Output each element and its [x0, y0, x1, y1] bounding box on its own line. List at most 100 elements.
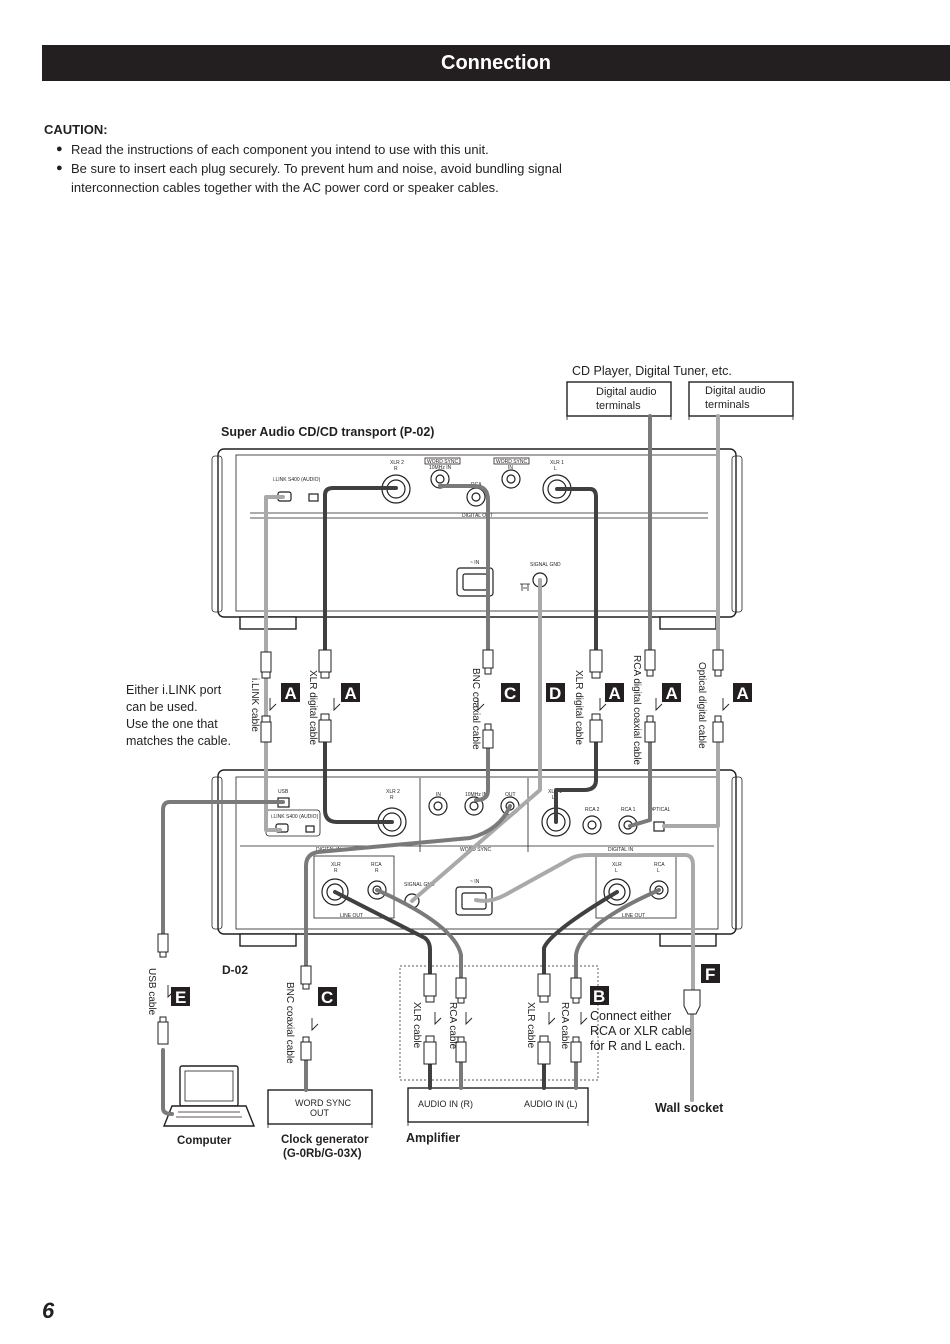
direction-flags — [167, 698, 730, 1032]
cable-label-rca-l: RCA cable — [559, 1002, 570, 1050]
svg-text:D: D — [549, 684, 561, 703]
ilink-note-line-1: Either i.LINK port — [126, 683, 222, 697]
badge-a-xlr-1: A — [341, 683, 360, 703]
p02-transport-unit — [211, 448, 743, 630]
ilink-cable — [264, 495, 285, 832]
d02-xlr-r-ch: R — [334, 868, 338, 874]
d02-ilink-label: i.LINK S400 (AUDIO) — [271, 814, 319, 820]
computer-laptop — [162, 1065, 256, 1127]
p02-ilink-label: i.LINK S400 (AUDIO) — [273, 477, 321, 483]
dac-title: D-02 — [222, 963, 248, 977]
cable-label-bnc-2: BNC coaxial cable — [284, 982, 295, 1064]
badge-b-analog: B — [590, 986, 609, 1006]
d02-10mhz-label: 10MHz IN — [465, 792, 488, 798]
badge-a-optical: A — [733, 683, 752, 703]
cable-label-xlr-l: XLR cable — [525, 1002, 536, 1049]
svg-text:B: B — [593, 987, 605, 1006]
svg-text:E: E — [175, 988, 186, 1007]
d02-line-out-label-1: LINE OUT — [340, 913, 363, 919]
badge-d-ground: D — [546, 683, 565, 703]
d02-xlr2-channel: R — [390, 795, 394, 801]
svg-text:C: C — [321, 988, 333, 1007]
d02-xlr2-label: XLR 2 — [386, 789, 400, 795]
svg-text:A: A — [285, 684, 297, 703]
source-box-1-line-1: Digital audio — [596, 386, 657, 398]
cable-label-rca-digital: RCA digital coaxial cable — [631, 655, 642, 765]
p02-xlr2-label: XLR 2 — [390, 460, 404, 466]
source-box-1 — [566, 381, 672, 417]
transport-title: Super Audio CD/CD transport (P-02) — [221, 425, 434, 439]
caution-list: Read the instructions of each component … — [56, 140, 601, 197]
p02-xlr2-channel: R — [394, 466, 398, 472]
p02-wordsync-label-2: WORD SYNC — [496, 459, 528, 465]
ilink-note-line-4: matches the cable. — [126, 734, 231, 748]
page-number: 6 — [42, 1298, 55, 1323]
connect-note-line-2: RCA or XLR cable — [590, 1024, 691, 1038]
d02-xlr-l-ch: L — [615, 868, 618, 874]
d02-usb-label: USB — [278, 789, 289, 795]
d02-xlr-r-label: XLR — [331, 862, 341, 868]
d02-rca-l-label: RCA — [654, 862, 665, 868]
amplifier-box — [407, 1087, 589, 1123]
p02-xlr1-label: XLR 1 — [550, 460, 564, 466]
clock-box-line-2: OUT — [310, 1108, 330, 1118]
d02-rca2-label: RCA 2 — [585, 807, 600, 813]
cable-label-bnc-1: BNC coaxial cable — [470, 668, 481, 750]
cable-label-ilink: i.LINK cable — [249, 678, 260, 732]
clock-generator-box — [267, 1089, 373, 1125]
d02-rca-r-ch: R — [375, 868, 379, 874]
rca-digital-cable — [628, 414, 652, 828]
d02-word-sync-label: WORD SYNC — [460, 847, 492, 853]
d02-digital-in-label-2: DIGITAL IN — [608, 847, 634, 853]
caution-heading: CAUTION: — [44, 122, 108, 137]
p02-10mhz-label: 10MHz IN — [429, 465, 452, 471]
p02-digital-out-label: DIGITAL OUT — [462, 513, 493, 519]
badge-c-bnc-1: C — [501, 683, 520, 703]
section-title: Connection — [441, 51, 551, 74]
connect-note-line-3: for R and L each. — [590, 1039, 685, 1053]
section-title-bar: Connection — [42, 45, 950, 81]
optical-cable — [662, 414, 720, 828]
d02-ac-in-label: ~ IN — [470, 879, 480, 885]
amplifier-caption: Amplifier — [406, 1131, 460, 1145]
d02-rca-r-label: RCA — [371, 862, 382, 868]
d02-signal-gnd-label: SIGNAL GND — [404, 882, 435, 888]
d02-rca-l-ch: L — [657, 868, 660, 874]
ground-cable — [410, 578, 542, 903]
wall-socket-caption: Wall socket — [655, 1101, 724, 1115]
svg-text:A: A — [345, 684, 357, 703]
svg-text:A: A — [737, 684, 749, 703]
p02-xlr1-channel: L — [554, 466, 557, 472]
d02-optical-label: OPTICAL — [649, 807, 671, 813]
cable-label-xlr-r: XLR cable — [411, 1002, 422, 1049]
badge-a-xlr-2: A — [605, 683, 624, 703]
d02-in-label: IN — [436, 792, 441, 798]
svg-text:A: A — [609, 684, 621, 703]
ilink-note-line-3: Use the one that — [126, 717, 218, 731]
source-box-1-line-2: terminals — [596, 400, 641, 412]
clock-caption-line-1: Clock generator — [281, 1134, 369, 1146]
xlr-digital-cable-1 — [323, 486, 398, 824]
amp-in-l-label: AUDIO IN (L) — [524, 1099, 578, 1109]
cable-label-xlr-digital-2: XLR digital cable — [573, 670, 584, 745]
source-box-2 — [688, 381, 794, 417]
cable-label-optical: Optical digital cable — [696, 662, 707, 749]
svg-text:F: F — [705, 965, 715, 984]
amp-in-r-label: AUDIO IN (R) — [418, 1099, 473, 1109]
cable-label-usb: USB cable — [146, 968, 157, 1016]
p02-ac-in-label: ~ IN — [470, 560, 480, 566]
cable-plugs — [157, 649, 724, 1065]
cable-label-xlr-digital-1: XLR digital cable — [307, 670, 318, 745]
ilink-note-line-2: can be used. — [126, 700, 198, 714]
connect-note-line-1: Connect either — [590, 1009, 671, 1023]
p02-ilink-port-small — [308, 493, 319, 502]
source-box-2-line-2: terminals — [705, 399, 750, 411]
caution-item: Read the instructions of each component … — [56, 140, 601, 159]
p02-wordsync-label: WORD SYNC — [427, 459, 459, 465]
d02-xlr1-channel: L — [552, 795, 555, 801]
p02-signal-gnd-label: SIGNAL GND — [530, 562, 561, 568]
d02-line-out-label-2: LINE OUT — [622, 913, 645, 919]
clock-box-line-1: WORD SYNC — [295, 1098, 352, 1108]
svg-text:A: A — [666, 684, 678, 703]
